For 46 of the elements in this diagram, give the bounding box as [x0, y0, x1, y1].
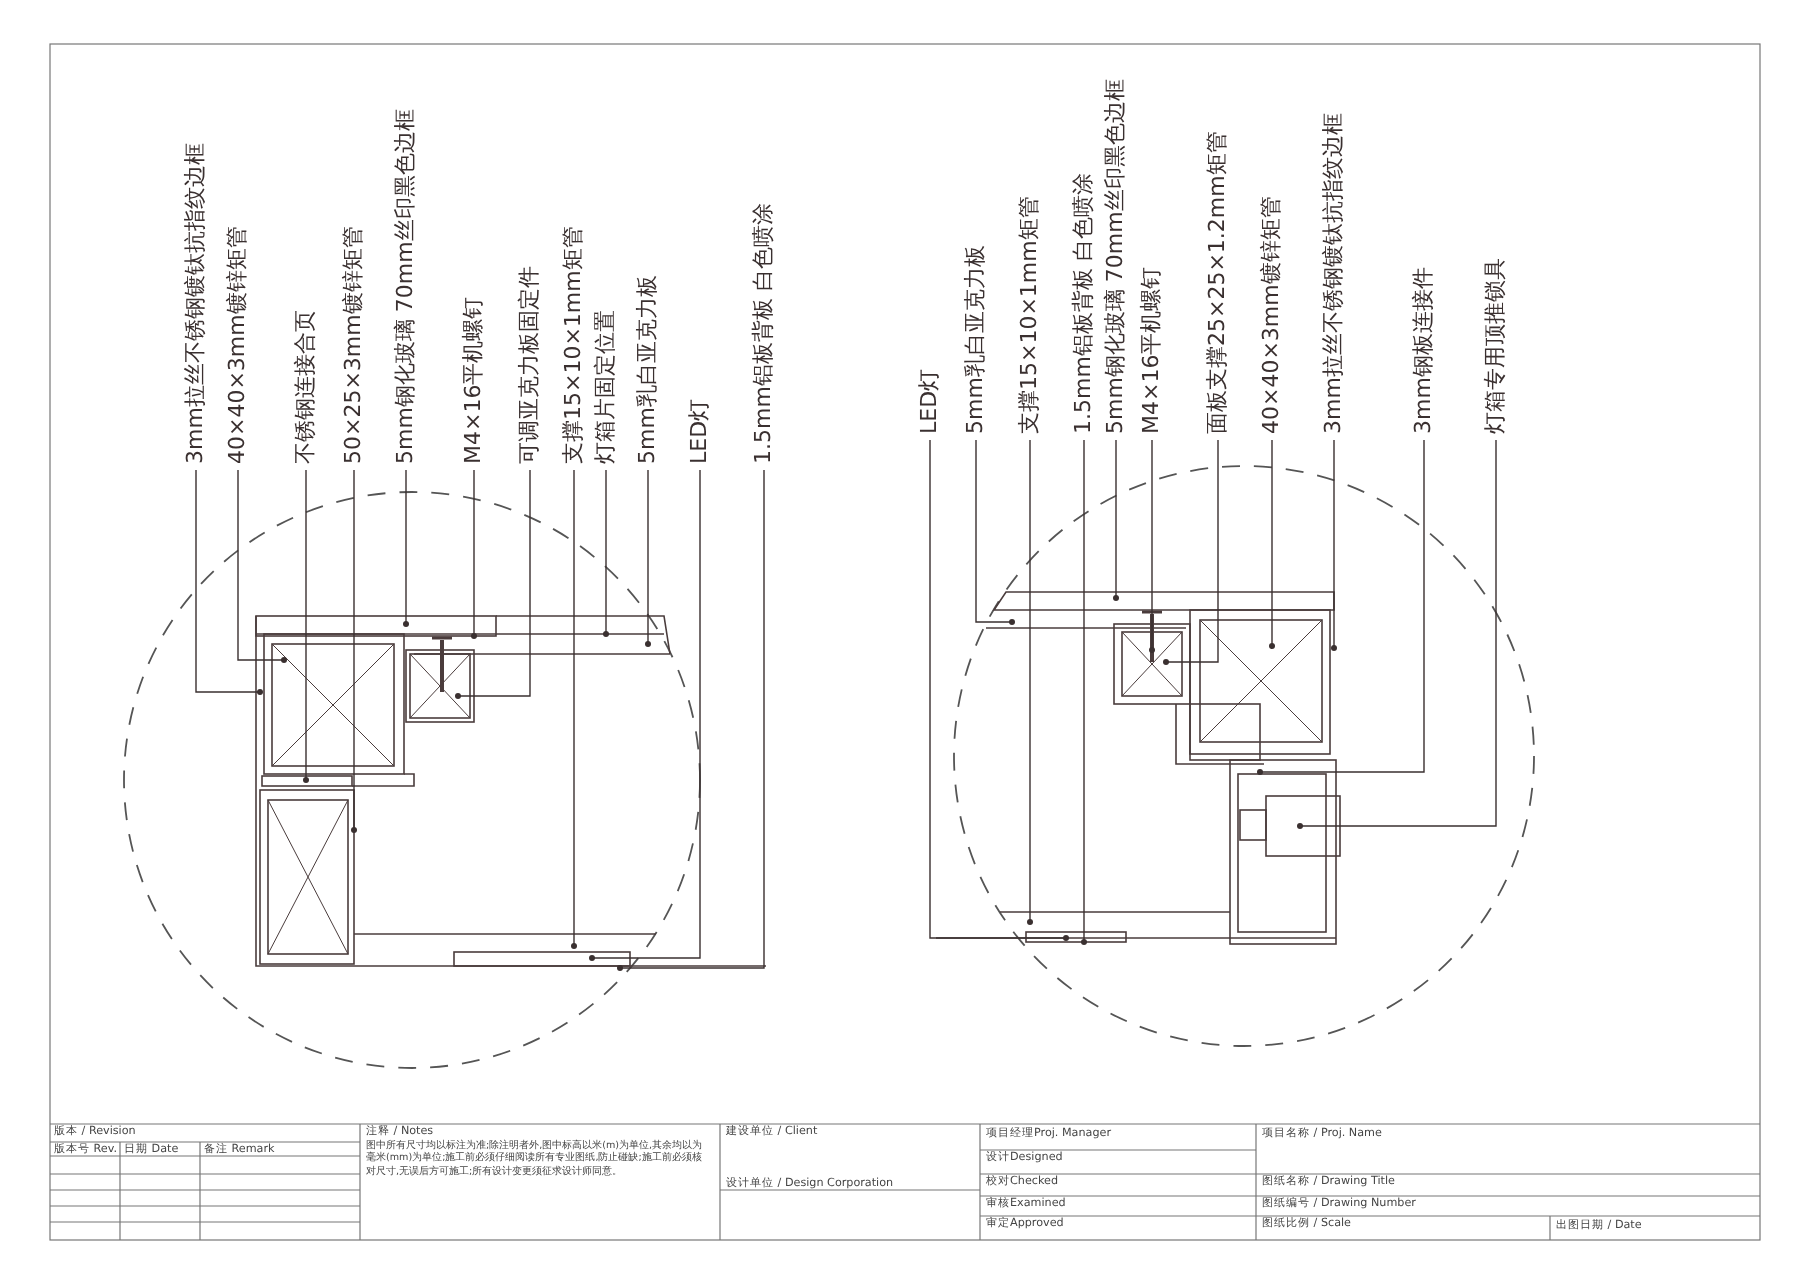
- leader-line: [645, 469, 651, 647]
- callout-label: 1.5mm铝板背板 白色喷涂: [1070, 173, 1098, 434]
- callout-label: 3mm钢板连接件: [1410, 267, 1438, 434]
- callout-label: 3mm拉丝不锈钢镀钛抗指纹边框: [182, 143, 210, 464]
- leader-line: [571, 469, 577, 949]
- callout-label: 5mm乳白亚克力板: [634, 275, 662, 464]
- callout-label: LED灯: [916, 368, 944, 434]
- leader-line: [351, 469, 357, 833]
- callout-label: 支撑15×10×1mm矩管: [1016, 196, 1044, 434]
- leader-line: [589, 469, 701, 961]
- leader-line: [403, 469, 409, 627]
- callout-label: 面板支撑25×25×1.2mm矩管: [1204, 131, 1232, 434]
- callout-label: 40×40×3mm镀锌矩管: [224, 226, 252, 464]
- leader-line: [455, 469, 531, 699]
- leader-line: [1113, 439, 1119, 601]
- leader-line: [195, 469, 263, 695]
- callout-label: 不锈钢连接合页: [292, 310, 320, 464]
- callout-label: 5mm钢化玻璃 70mm丝印黑色边框: [392, 109, 420, 464]
- leader-line: [603, 469, 609, 637]
- leader-line: [303, 469, 309, 783]
- leader-line: [975, 439, 1015, 625]
- callout-label: 5mm钢化玻璃 70mm丝印黑色边框: [1102, 79, 1130, 434]
- callout-label: 灯箱专用顶推锁具: [1482, 258, 1510, 434]
- leader-line: [617, 469, 765, 971]
- leader-line: [237, 469, 287, 663]
- callout-label: 50×25×3mm镀锌矩管: [340, 226, 368, 464]
- callout-label: 3mm拉丝不锈钢镀钛抗指纹边框: [1320, 113, 1348, 434]
- callout-label: 灯箱片固定位置: [592, 310, 620, 464]
- callout-label: LED灯: [686, 398, 714, 464]
- leader-line: [1297, 439, 1497, 829]
- callout-label: 1.5mm铝板背板 白色喷涂: [750, 203, 778, 464]
- callout-label: 支撑15×10×1mm矩管: [560, 226, 588, 464]
- callout-label: 可调亚克力板固定件: [516, 266, 544, 464]
- leader-line: [1149, 439, 1155, 653]
- leader-line: [1257, 439, 1425, 775]
- callout-label: M4×16平机螺钉: [460, 296, 488, 464]
- leader-line: [1081, 439, 1087, 945]
- leader-line: [1269, 439, 1275, 649]
- leader-line: [1027, 439, 1033, 925]
- leader-line: [929, 439, 1069, 941]
- callout-label: 5mm乳白亚克力板: [962, 245, 990, 434]
- leader-line: [471, 469, 477, 639]
- callout-label: M4×16平机螺钉: [1138, 266, 1166, 434]
- callout-label: 40×40×3mm镀锌矩管: [1258, 196, 1286, 434]
- leader-line: [1163, 439, 1219, 665]
- leader-line: [1331, 439, 1337, 651]
